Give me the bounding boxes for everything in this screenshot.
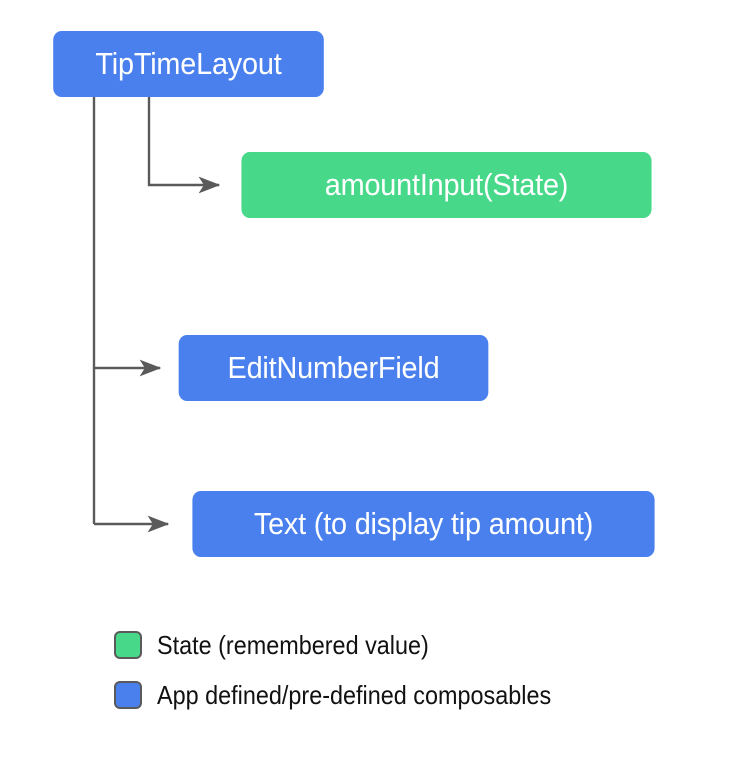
legend: State (remembered value) App defined/pre… (114, 620, 674, 720)
edge-tiptimelayout-to-amountinput (147, 97, 221, 194)
node-amountinput[interactable]: amountInput(State) (241, 152, 652, 218)
node-editnumberfield[interactable]: EditNumberField (178, 335, 489, 401)
legend-item-state-label: State (remembered value) (157, 629, 429, 660)
legend-swatch-composables-icon (114, 681, 142, 709)
node-textdisplay-label: Text (to display tip amount) (253, 506, 594, 541)
legend-swatch-state-icon (114, 631, 142, 659)
legend-item-composables: App defined/pre-defined composables (114, 670, 674, 720)
node-tiptimelayout-label: TipTimeLayout (95, 46, 282, 81)
node-tiptimelayout[interactable]: TipTimeLayout (53, 31, 324, 97)
node-editnumberfield-label: EditNumberField (227, 350, 440, 385)
node-amountinput-label: amountInput(State) (324, 167, 569, 202)
legend-item-state: State (remembered value) (114, 620, 674, 670)
legend-item-composables-label: App defined/pre-defined composables (157, 679, 552, 710)
node-textdisplay[interactable]: Text (to display tip amount) (192, 491, 655, 557)
